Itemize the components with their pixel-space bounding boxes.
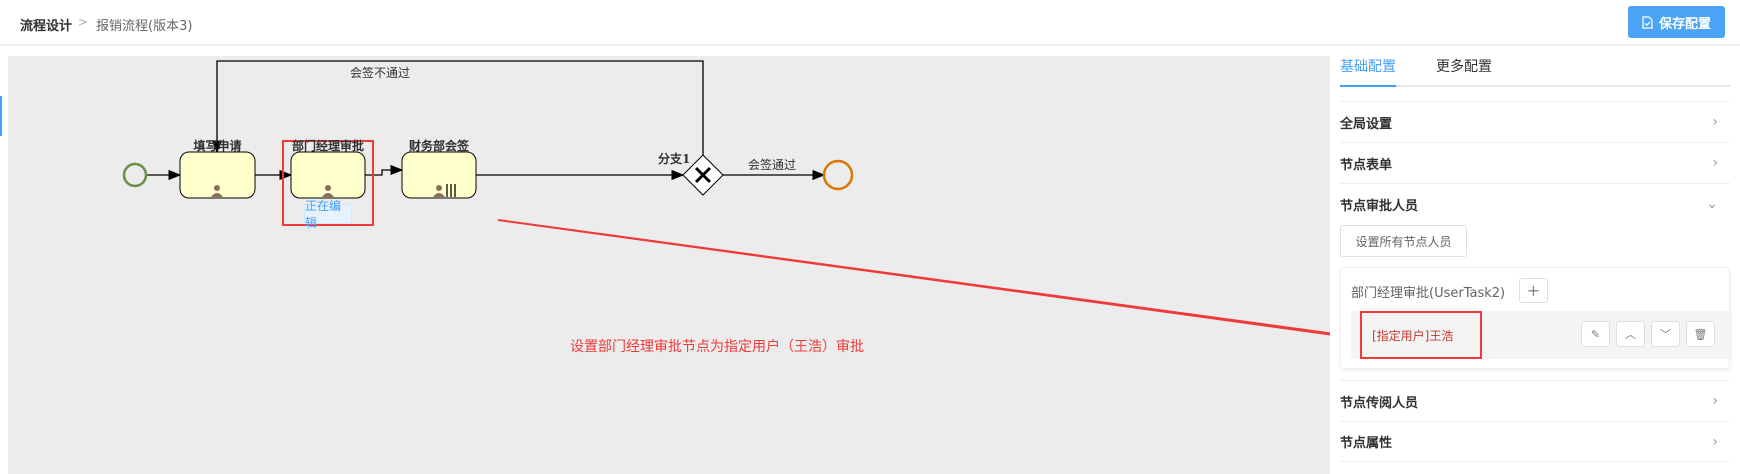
breadcrumb-process-design[interactable]: 流程设计 <box>20 19 73 34</box>
task-fill-application <box>179 151 256 199</box>
trash-icon: 🗑 <box>1693 327 1708 341</box>
multi-instance-icon <box>446 184 456 197</box>
gateway-label: 分支1 <box>658 152 691 166</box>
annotation-text: 设置部门经理审批节点为指定用户（王浩）审批 <box>570 339 864 355</box>
pencil-icon: ✎ <box>1590 327 1601 341</box>
breadcrumb-current: 报销流程(版本3) <box>96 19 193 34</box>
task-finance-countersign <box>401 151 477 199</box>
chevron-up-icon: ︿ <box>1625 328 1636 341</box>
section-label: 节点传阅人员 <box>1340 395 1419 411</box>
tab-more-config[interactable]: 更多配置 <box>1436 59 1492 75</box>
card-title: 部门经理审批(UserTask2) <box>1351 286 1506 301</box>
chevron-down-icon: ⌄ <box>1706 196 1718 212</box>
document-check-icon <box>1642 15 1653 29</box>
delete-button[interactable]: 🗑 <box>1686 321 1715 347</box>
section-global-settings[interactable]: 全局设置 › <box>1340 101 1730 142</box>
section-node-form[interactable]: 节点表单 › <box>1340 142 1730 183</box>
exclusive-gateway <box>682 154 724 196</box>
section-label: 节点表单 <box>1340 157 1393 173</box>
user-icon <box>211 185 445 197</box>
move-up-button[interactable]: ︿ <box>1616 321 1645 347</box>
chevron-down-icon: ﹀ <box>1660 328 1671 341</box>
approver-label: [指定用户]王浩 <box>1360 311 1482 359</box>
edit-button[interactable]: ✎ <box>1581 321 1610 347</box>
editing-badge: 正在编辑 <box>304 199 352 230</box>
config-panel: 基础配置 更多配置 全局设置 › 节点表单 › 节点审批人员 ⌄ 设置所有节点人员 部… <box>1330 46 1740 474</box>
task-label[interactable]: 财务部会签 <box>408 139 469 153</box>
save-config-button[interactable]: 保存配置 <box>1628 6 1725 38</box>
node-approver-card: 部门经理审批(UserTask2) + [指定用户]王浩 ✎ ︿ ﹀ 🗑 <box>1340 267 1732 369</box>
section-node-cc-users[interactable]: 节点传阅人员 › <box>1340 380 1730 421</box>
chevron-right-icon: › <box>1712 155 1718 171</box>
task-label[interactable]: 部门经理审批 <box>291 139 364 153</box>
header: 流程设计 > 报销流程(版本3) 保存配置 <box>0 0 1740 46</box>
side-indicator <box>0 96 2 136</box>
section-node-properties[interactable]: 节点属性 › <box>1340 421 1730 462</box>
annotation-arrow <box>498 219 1330 336</box>
tab-basic-config[interactable]: 基础配置 <box>1340 56 1396 87</box>
end-event <box>822 159 854 191</box>
selected-node-highlight <box>282 140 374 226</box>
start-event <box>122 162 148 188</box>
task-label[interactable]: 填写申请 <box>193 139 242 153</box>
add-approver-button[interactable]: + <box>1519 278 1548 303</box>
flow-reject-label: 会签不通过 <box>350 66 411 80</box>
set-all-node-users-button[interactable]: 设置所有节点人员 <box>1340 225 1467 257</box>
chevron-right-icon: › <box>1712 114 1718 130</box>
approver-row: [指定用户]王浩 ✎ ︿ ﹀ 🗑 <box>1351 311 1732 359</box>
config-tabs: 基础配置 更多配置 <box>1340 54 1730 87</box>
section-node-approvers[interactable]: 节点审批人员 ⌄ <box>1340 183 1730 224</box>
chevron-right-icon: › <box>1712 393 1718 409</box>
bpmn-canvas[interactable]: 填写申请 部门经理审批 财务部会签 会签不通过 分支1 会签通过 正在编辑 设置… <box>8 56 1330 474</box>
chevron-right-icon: › <box>1712 433 1718 450</box>
section-label: 节点属性 <box>1340 436 1393 451</box>
bpmn-diagram <box>122 60 1330 336</box>
section-label: 全局设置 <box>1340 116 1393 132</box>
task-dept-manager <box>290 151 366 199</box>
flow-pass-label: 会签通过 <box>748 158 797 172</box>
save-config-label: 保存配置 <box>1658 16 1711 32</box>
breadcrumb-separator: > <box>78 15 89 29</box>
section-label: 节点审批人员 <box>1340 198 1419 214</box>
move-down-button[interactable]: ﹀ <box>1651 321 1680 347</box>
